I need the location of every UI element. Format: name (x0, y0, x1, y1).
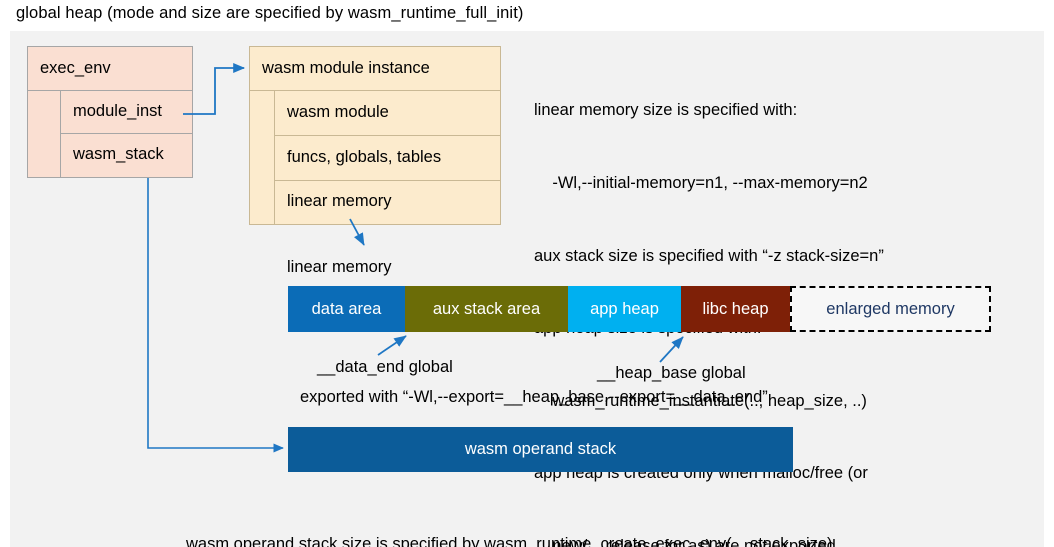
wasm-operand-stack-box: wasm operand stack (288, 427, 793, 472)
exec-env-wasm-stack-label: wasm_stack (73, 145, 164, 163)
exec-env-module-inst-label: module_inst (73, 102, 162, 120)
exec-env-row-module-inst: module_inst (61, 91, 192, 134)
linear-memory-bar: data area aux stack area app heap libc h… (288, 286, 991, 332)
funcs-globals-tables-label: funcs, globals, tables (287, 148, 442, 166)
exec-env-row-wasm-stack: wasm_stack (61, 134, 192, 177)
wasm-operand-stack-label: wasm operand stack (464, 440, 617, 458)
wasm-module-instance-box: wasm module instance wasm module funcs, … (249, 46, 501, 225)
note-line: wasm_runtime_instantiate(.., heap_size, … (534, 391, 867, 410)
exec-env-header-label: exec_env (40, 59, 111, 77)
exec-env-gutter (28, 91, 61, 177)
memory-segment-enlarged-memory: enlarged memory (790, 286, 991, 332)
memory-segment-app-heap: app heap (568, 286, 681, 332)
wasm-module-instance-row-funcs: funcs, globals, tables (275, 136, 500, 181)
memory-segment-label: enlarged memory (826, 299, 955, 318)
memory-segment-data-area: data area (288, 286, 405, 332)
memory-segment-aux-stack-area: aux stack area (405, 286, 568, 332)
note-line: __new/__release for as) are not exported (534, 537, 836, 547)
annotation-export-flags: exported with “-Wl,--export=__heap_base,… (300, 388, 768, 406)
memory-segment-label: app heap (590, 299, 659, 318)
wasm-module-instance-row-linear-memory: linear memory (275, 181, 500, 224)
exec-env-box: exec_env module_inst wasm_stack (27, 46, 193, 178)
wasm-module-instance-gutter (250, 91, 275, 224)
wasm-module-instance-header-label: wasm module instance (262, 59, 430, 77)
linear-memory-row-label: linear memory (287, 192, 392, 210)
annotation-data-end: __data_end global (317, 358, 453, 376)
memory-config-notes: linear memory size is specified with: -W… (534, 50, 1034, 547)
page-title: global heap (mode and size are specified… (16, 4, 524, 22)
memory-segment-label: data area (311, 299, 382, 318)
note-line: -Wl,--initial-memory=n1, --max-memory=n2 (534, 174, 868, 193)
memory-segment-label: aux stack area (432, 299, 541, 318)
linear-memory-bar-label: linear memory (287, 258, 392, 276)
wasm-module-instance-header: wasm module instance (250, 47, 500, 91)
annotation-heap-base: __heap_base global (597, 364, 746, 382)
note-line: linear memory size is specified with: (534, 101, 798, 120)
wasm-module-label: wasm module (287, 103, 389, 121)
operand-stack-notes: wasm operand stack size is specified by … (186, 482, 833, 547)
wasm-module-instance-row-wasm-module: wasm module (275, 91, 500, 136)
memory-segment-label: libc heap (702, 299, 769, 318)
note-line: wasm operand stack size is specified by … (186, 535, 833, 547)
exec-env-header: exec_env (28, 47, 192, 91)
memory-segment-libc-heap: libc heap (681, 286, 790, 332)
note-line: aux stack size is specified with “-z sta… (534, 246, 884, 265)
